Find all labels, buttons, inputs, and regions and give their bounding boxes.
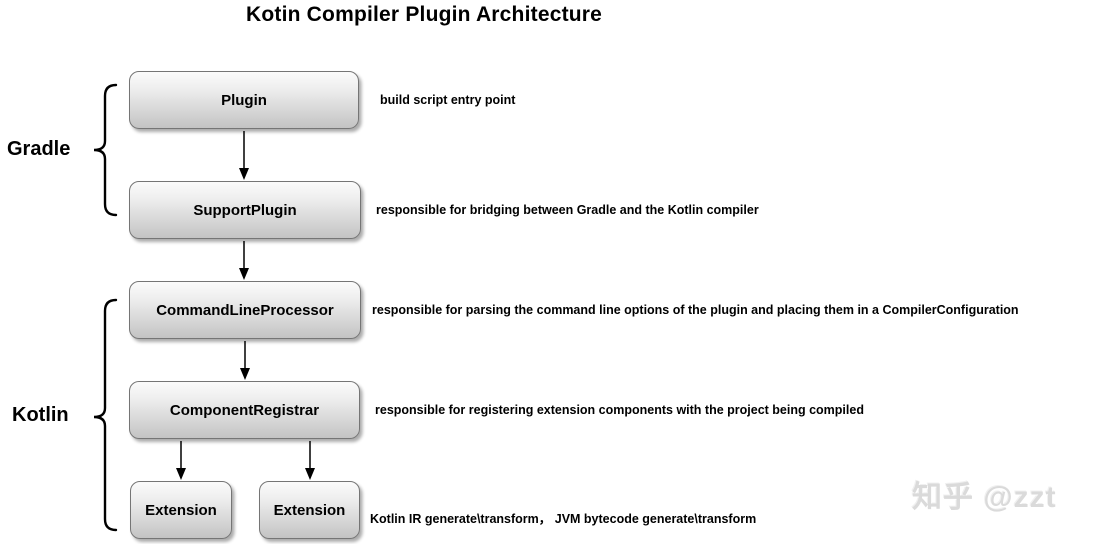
group-label-gradle: Gradle [7, 138, 71, 160]
annotation-extensions: Kotlin IR generate\transform， JVM byteco… [370, 512, 757, 526]
arrow-componentregistrar-to-extension-2 [305, 441, 315, 480]
annotation-plugin: build script entry point [380, 93, 516, 107]
group-label-kotlin: Kotlin [12, 404, 69, 426]
arrow-commandlineprocessor-to-componentregistrar [240, 341, 250, 380]
page-title: Kotin Compiler Plugin Architecture [246, 3, 603, 26]
annotation-component-registrar: responsible for registering extension co… [375, 403, 864, 417]
kotlin-group-brace [93, 298, 118, 532]
annotation-support-plugin: responsible for bridging between Gradle … [376, 203, 759, 217]
gradle-group-brace [93, 83, 118, 217]
node-support-plugin: SupportPlugin [129, 181, 361, 239]
node-component-registrar: ComponentRegistrar [129, 381, 360, 439]
zhihu-watermark: 知乎 @zzt [912, 481, 1057, 514]
node-command-line-processor: CommandLineProcessor [129, 281, 361, 339]
arrow-componentregistrar-to-extension-1 [176, 441, 186, 480]
arrow-supportplugin-to-commandlineprocessor [239, 241, 249, 280]
node-plugin: Plugin [129, 71, 359, 129]
arrow-plugin-to-supportplugin [239, 131, 249, 180]
node-extension-2: Extension [259, 481, 360, 539]
annotation-command-line-processor: responsible for parsing the command line… [372, 303, 1019, 317]
node-extension-1: Extension [130, 481, 232, 539]
